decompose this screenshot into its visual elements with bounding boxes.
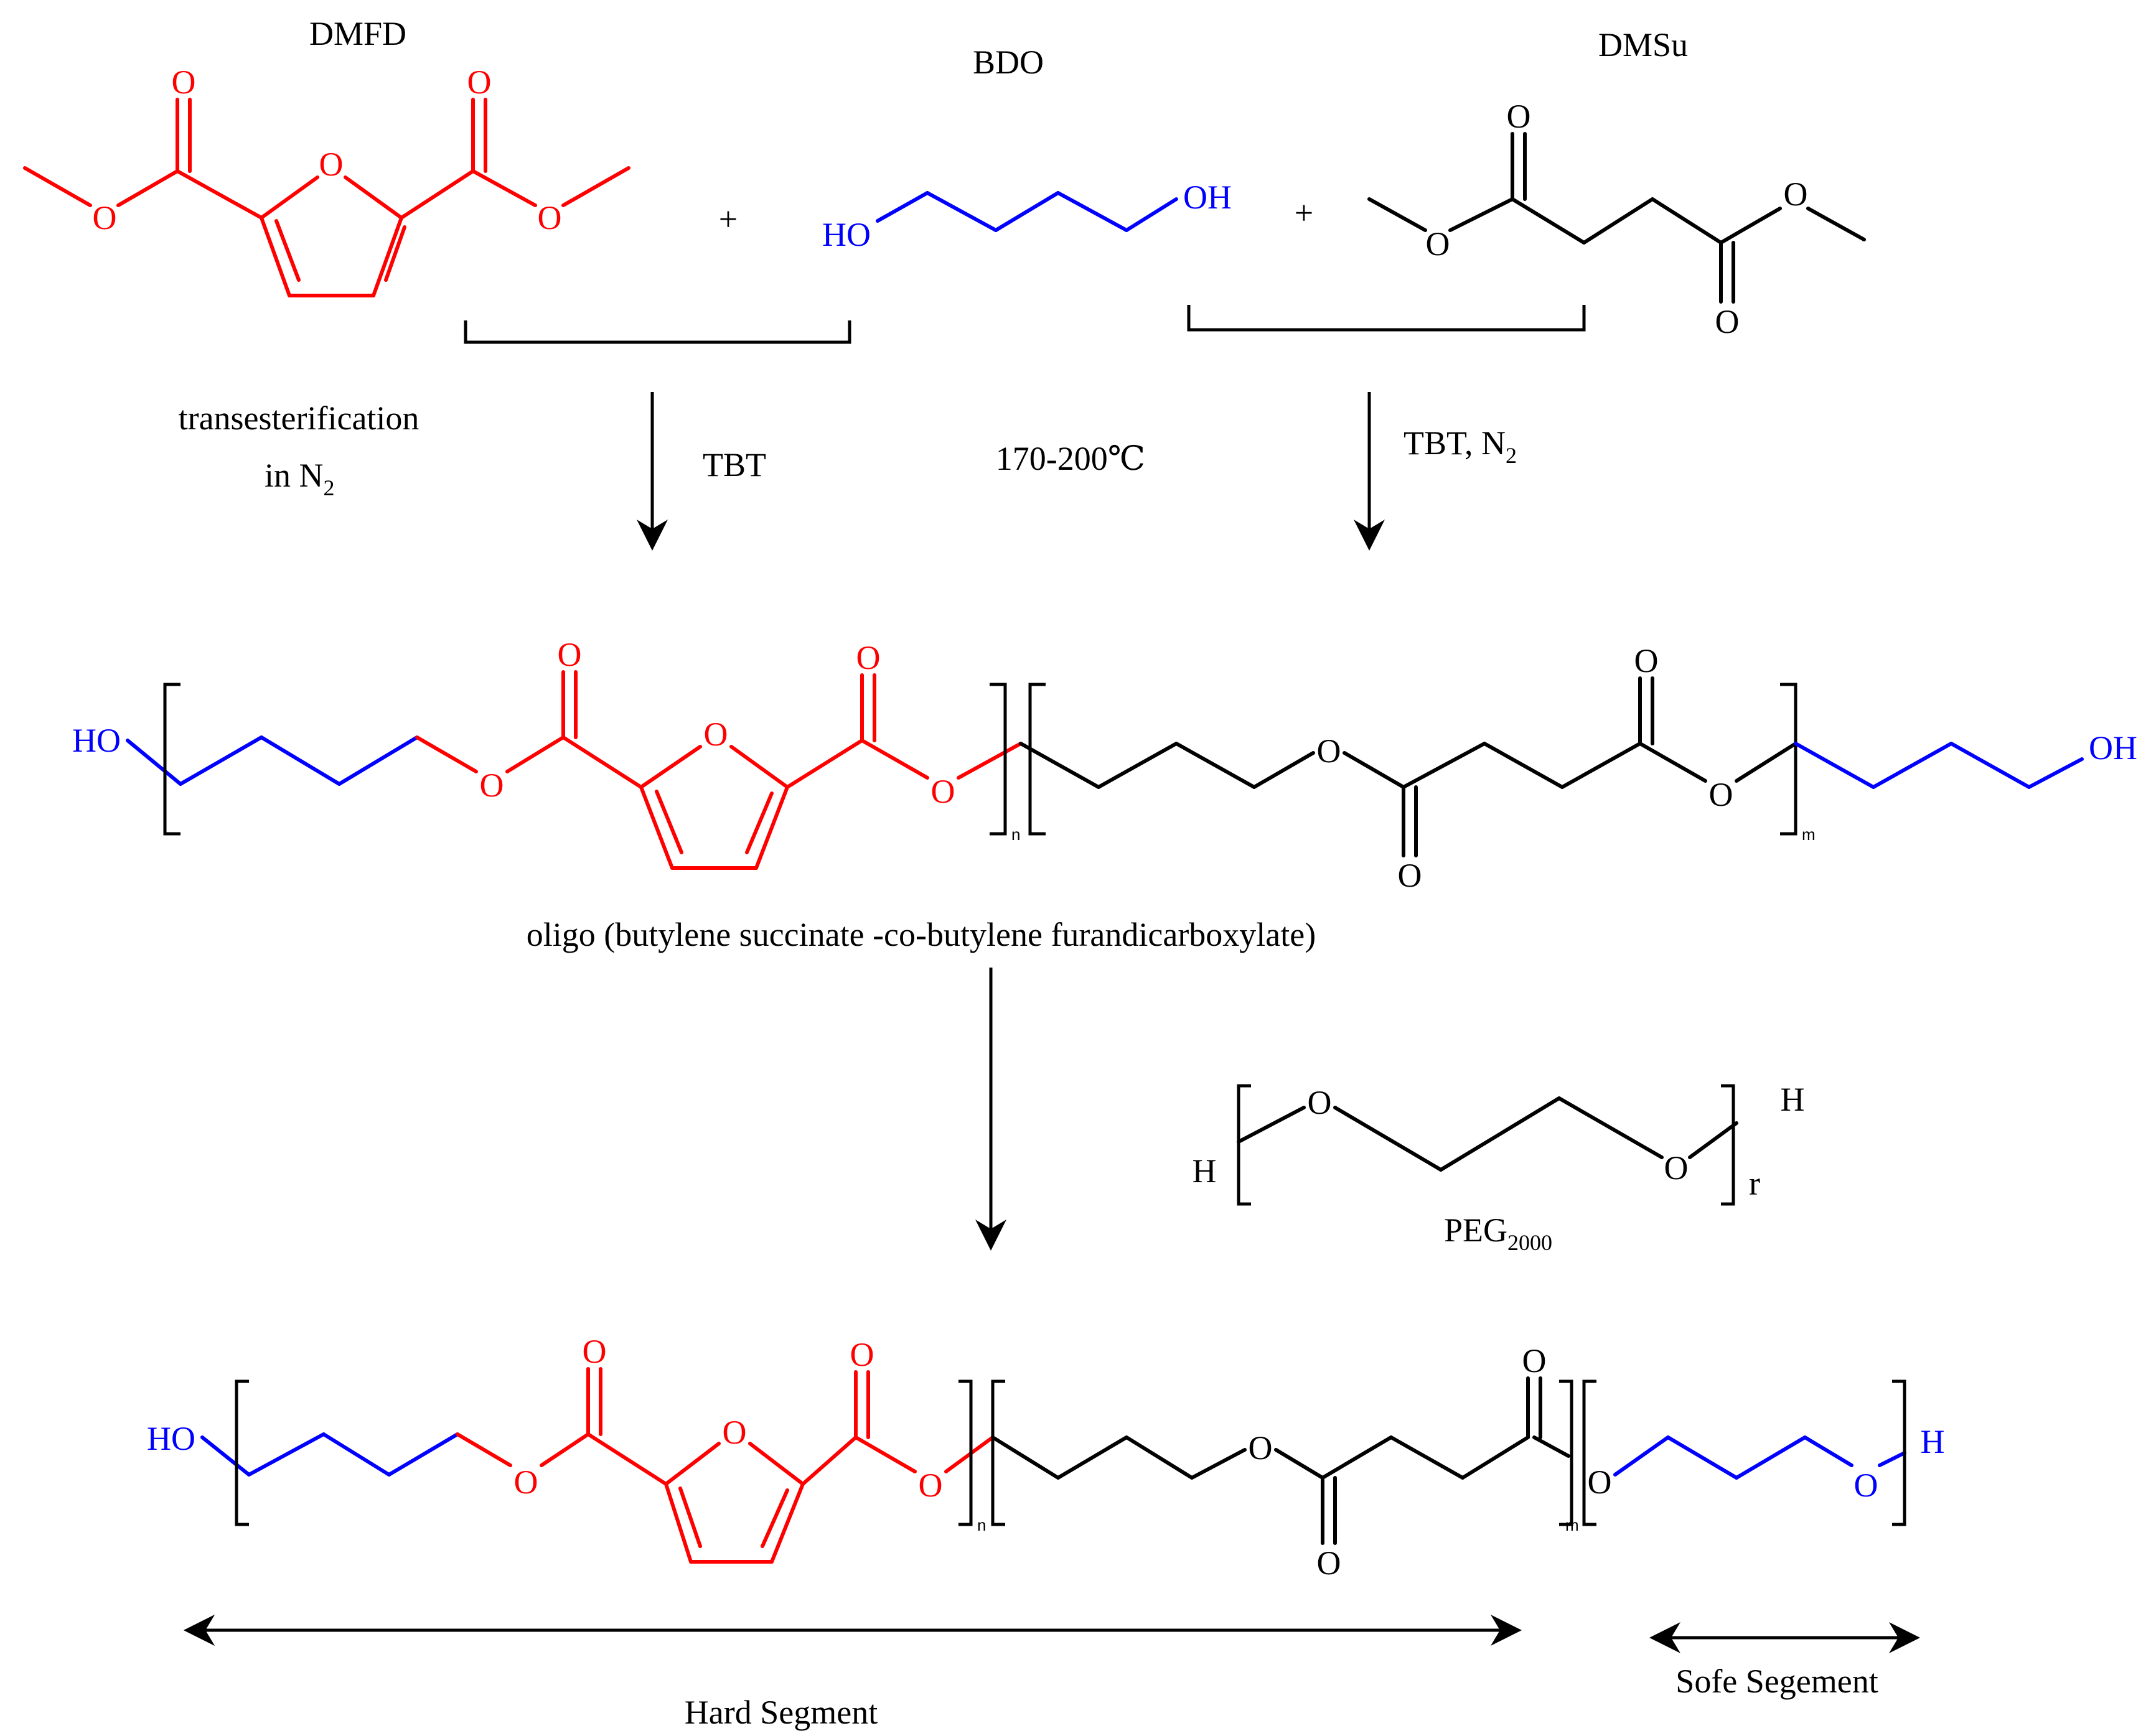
peg-structure: H O O r H (1193, 1081, 1805, 1206)
svg-text:O: O (1522, 1342, 1547, 1379)
condition-transesterification: transesterification (179, 399, 419, 437)
svg-text:n: n (977, 1516, 986, 1534)
svg-text:O: O (1588, 1463, 1612, 1501)
svg-text:O: O (1398, 857, 1422, 894)
svg-text:O: O (1317, 732, 1341, 770)
copolymer-structure: HO O O O O (147, 1333, 1945, 1582)
svg-text:O: O (1664, 1149, 1689, 1187)
svg-text:n: n (1011, 825, 1020, 844)
svg-text:O: O (319, 146, 344, 183)
right-bracket-connector (1187, 305, 1586, 332)
svg-text:HO: HO (822, 216, 871, 253)
svg-text:HO: HO (147, 1420, 195, 1457)
svg-text:OH: OH (1183, 179, 1232, 216)
bdo-label: BDO (973, 44, 1044, 81)
svg-text:O: O (850, 1336, 874, 1373)
oligomer-name: oligo (butylene succinate -co-butylene f… (527, 916, 1316, 953)
condition-tbt-n2: TBT, N2 (1404, 424, 1517, 468)
plus-sign-1: + (719, 200, 738, 238)
svg-text:O: O (514, 1463, 538, 1501)
svg-text:O: O (538, 199, 562, 236)
svg-text:H: H (1781, 1081, 1805, 1118)
bdo-structure: HO OH (822, 179, 1232, 253)
svg-text:O: O (1308, 1084, 1332, 1121)
condition-temperature: 170-200℃ (996, 440, 1145, 477)
svg-text:O: O (931, 773, 955, 810)
svg-text:O: O (1854, 1467, 1878, 1504)
svg-text:r: r (1749, 1165, 1760, 1202)
svg-text:O: O (919, 1467, 943, 1504)
svg-text:O: O (172, 63, 196, 101)
svg-text:m: m (1802, 825, 1816, 844)
svg-text:O: O (467, 63, 492, 101)
svg-text:O: O (856, 639, 881, 676)
condition-tbt: TBT (703, 446, 766, 483)
dmfd-structure: O O O O O (23, 63, 630, 297)
svg-text:HO: HO (72, 722, 121, 759)
svg-text:O: O (1715, 303, 1740, 340)
svg-text:O: O (1507, 98, 1531, 135)
soft-segment-label: Sofe Segement (1675, 1663, 1878, 1700)
svg-text:O: O (1784, 175, 1808, 213)
hard-segment-label: Hard Segment (685, 1694, 878, 1731)
svg-text:OH: OH (2089, 729, 2137, 767)
plus-sign-2: + (1295, 194, 1313, 231)
svg-text:O: O (1634, 642, 1659, 679)
svg-text:O: O (704, 716, 728, 753)
svg-text:O: O (1249, 1429, 1273, 1467)
dmsu-structure: O O O O (1367, 98, 1866, 340)
peg-label: PEG2000 (1444, 1211, 1552, 1255)
condition-in-n2: in N2 (265, 457, 335, 500)
dmfd-label: DMFD (309, 15, 406, 52)
left-bracket-connector (464, 320, 851, 344)
svg-text:H: H (1193, 1152, 1217, 1190)
svg-text:O: O (93, 199, 117, 236)
svg-text:O: O (1317, 1544, 1341, 1582)
svg-text:O: O (723, 1414, 747, 1451)
svg-text:O: O (583, 1333, 607, 1370)
svg-text:m: m (1565, 1516, 1579, 1534)
svg-text:O: O (558, 636, 582, 673)
svg-text:O: O (1426, 225, 1450, 263)
svg-text:O: O (480, 767, 504, 804)
oligomer-structure: HO O O O O (72, 636, 2137, 894)
svg-text:H: H (1921, 1423, 1945, 1460)
dmsu-label: DMSu (1598, 26, 1688, 63)
svg-text:O: O (1709, 776, 1733, 813)
